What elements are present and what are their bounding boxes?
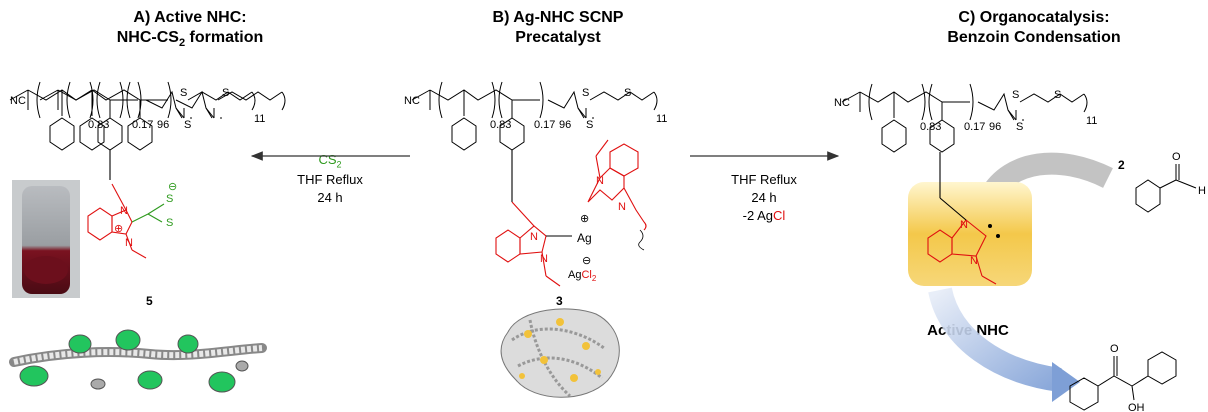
- compound-5-structure: [87, 150, 165, 259]
- svg-text:OH: OH: [1128, 402, 1145, 412]
- panel-a-polymer-labels: NC 0.83 0.17 96 S S S 11: [10, 87, 265, 131]
- agcl2-label: AgCl2: [568, 269, 597, 283]
- blue-arrow-head: [1052, 362, 1080, 402]
- panel-b-title-line2: Precatalyst: [515, 29, 601, 46]
- svg-text:S: S: [166, 193, 173, 205]
- compound-3-structure: [495, 139, 647, 287]
- svg-text:⊕: ⊕: [580, 213, 589, 225]
- svg-text:S: S: [582, 87, 589, 99]
- compound-2-label: 2: [1118, 158, 1125, 172]
- svg-text:Ag: Ag: [577, 231, 592, 245]
- left-arrow-cond2: 24 h: [317, 190, 343, 205]
- panel-b-title: B) Ag-NHC SCNP Precatalyst: [428, 8, 688, 48]
- benzoin-structure: [1069, 351, 1177, 411]
- svg-text:0.83: 0.83: [920, 121, 941, 133]
- svg-text:11: 11: [1086, 115, 1097, 127]
- compound-3-label: 3: [556, 294, 563, 308]
- panel-b-polymer-labels: NC 0.83 0.17 96 S S S 11: [404, 87, 667, 131]
- svg-text:⊖: ⊖: [168, 181, 177, 193]
- blue-curved-arrow: [928, 287, 1062, 392]
- vial-photo: [12, 180, 80, 298]
- benzaldehyde-structure: [1135, 164, 1197, 213]
- svg-text:S: S: [166, 217, 173, 229]
- panel-c-title: C) Organocatalysis: Benzoin Condensation: [904, 8, 1164, 48]
- svg-text:H: H: [1198, 185, 1206, 197]
- svg-text:N: N: [970, 255, 978, 267]
- panel-b-title-line1: B) Ag-NHC SCNP: [492, 9, 624, 26]
- svg-text:NC: NC: [834, 97, 850, 109]
- svg-text:S: S: [1012, 89, 1019, 101]
- benzoin-labels: O OH: [1110, 343, 1145, 412]
- svg-text:0.83: 0.83: [88, 119, 109, 131]
- svg-text:S: S: [1054, 89, 1061, 101]
- svg-text:0.17: 0.17: [132, 119, 153, 131]
- svg-text:S: S: [586, 119, 593, 131]
- svg-text:S: S: [624, 87, 631, 99]
- svg-text:NC: NC: [10, 95, 26, 107]
- svg-text:0.17: 0.17: [534, 119, 555, 131]
- svg-text:0.83: 0.83: [490, 119, 511, 131]
- active-nhc-structure: [927, 152, 997, 285]
- svg-text:11: 11: [656, 113, 667, 125]
- svg-text:⊖: ⊖: [582, 255, 591, 267]
- svg-text:11: 11: [254, 113, 265, 125]
- svg-text:O: O: [1172, 151, 1181, 163]
- scnp-globule-illustration: [500, 308, 620, 398]
- svg-text:N: N: [125, 237, 133, 249]
- active-nhc-labels: N N: [960, 219, 1000, 267]
- svg-text:S: S: [184, 119, 191, 131]
- svg-text:96: 96: [989, 121, 1001, 133]
- svg-text:N: N: [596, 175, 604, 187]
- compound-5-labels: N N ⊕ S S ⊖: [114, 181, 177, 249]
- polymer-backbone: [39, 81, 286, 151]
- panel-c-polymer-labels: NC 0.83 0.17 96 S S S 11: [834, 89, 1097, 133]
- svg-text:⊕: ⊕: [114, 223, 123, 235]
- panel-b-polymer: [411, 81, 658, 151]
- svg-text:96: 96: [157, 119, 169, 131]
- svg-text:96: 96: [559, 119, 571, 131]
- svg-text:S: S: [222, 87, 229, 99]
- scnp-chain-illustration: [9, 329, 267, 393]
- svg-text:0.17: 0.17: [964, 121, 985, 133]
- benzaldehyde-labels: O H: [1172, 151, 1206, 197]
- panel-a-title: A) Active NHC: NHC-CS2 formation: [60, 8, 320, 53]
- svg-text:N: N: [530, 231, 538, 243]
- svg-text:N: N: [120, 205, 128, 217]
- svg-text:N: N: [540, 253, 548, 265]
- panel-a-polymer: [9, 81, 256, 151]
- active-nhc-highlight: [908, 182, 1032, 286]
- panel-c-polymer: [841, 83, 1088, 153]
- right-arrow-cond2: 24 h: [751, 190, 777, 205]
- svg-text:N: N: [960, 219, 968, 231]
- compound-3-labels: N N Ag ⊕ N N ⊖ AgCl2: [530, 175, 626, 283]
- panel-c-title-line2: Benzoin Condensation: [947, 29, 1121, 46]
- left-arrow-cond1: THF Reflux: [297, 172, 363, 187]
- panel-a-title-line2: NHC-CS2 formation: [116, 29, 264, 50]
- svg-text:O: O: [1110, 343, 1119, 355]
- compound-5-label: 5: [146, 294, 153, 308]
- svg-text:NC: NC: [404, 95, 420, 107]
- panel-c-title-line1: C) Organocatalysis:: [958, 9, 1110, 26]
- svg-text:S: S: [1016, 121, 1023, 133]
- svg-text:S: S: [180, 87, 187, 99]
- right-arrow-cond1: THF Reflux: [731, 172, 797, 187]
- panel-a-title-line1: A) Active NHC:: [133, 9, 247, 26]
- svg-text:N: N: [618, 201, 626, 213]
- right-arrow-cond3: -2 AgCl: [742, 208, 786, 223]
